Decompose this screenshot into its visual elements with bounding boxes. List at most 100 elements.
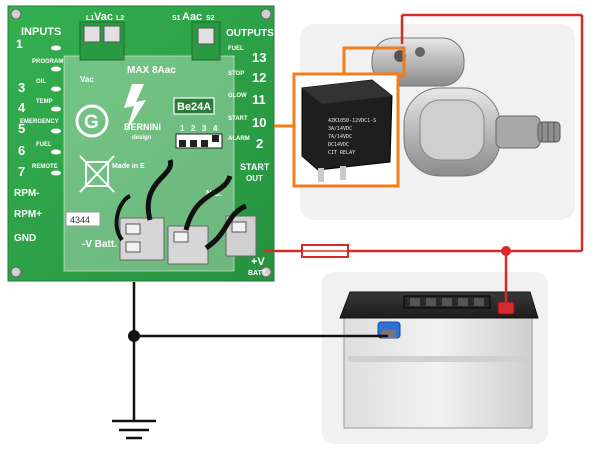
input-label-remote: REMOTE — [32, 164, 58, 170]
output-number-13: 13 — [252, 50, 266, 65]
input-number-3: 3 — [18, 80, 25, 95]
aac-term-s2: S2 — [206, 15, 215, 22]
input-number-5: 5 — [18, 121, 25, 136]
rpm-plus-label: RPM+ — [14, 209, 42, 220]
relay-line-4: DC14VDC — [328, 142, 349, 148]
lightning-icon — [124, 84, 146, 132]
sticker-number: 4344 — [70, 215, 90, 225]
terminal-screw-icon — [103, 25, 121, 43]
out-label: OUT — [246, 174, 263, 183]
vac-term-l1: L1 — [86, 15, 94, 22]
input-number-7: 7 — [18, 164, 25, 179]
controller-board: L1 Vac L2 S1 Aac S2 MAX 8Aac Vac INPUTS … — [7, 5, 275, 282]
ground-wire — [128, 282, 388, 420]
generator-logo-letter: G — [84, 112, 99, 133]
input-number-4: 4 — [18, 100, 26, 115]
output-label-fuel: FUEL — [228, 46, 244, 52]
car-battery — [322, 272, 548, 444]
led-icon — [51, 106, 61, 112]
generator-logo-icon — [75, 104, 109, 138]
led-icon — [51, 128, 61, 134]
led-icon — [51, 86, 61, 92]
output-label-start: START — [228, 116, 248, 122]
screw-icon — [10, 8, 22, 20]
starter-drive-end — [495, 115, 541, 149]
relay-line-1: 4ZK1050-12VDC1-S — [328, 118, 376, 124]
starter-housing — [419, 99, 485, 161]
battery-rib — [348, 356, 528, 362]
input-label-fuel: FUEL — [36, 142, 52, 148]
vac-small-label: Vac — [80, 75, 94, 84]
output-label-glow: GLOW — [228, 93, 247, 99]
positive-wire — [264, 13, 584, 302]
wire-junction — [501, 246, 511, 256]
weee-bin-icon — [79, 155, 115, 193]
model-label: Be24A — [177, 101, 211, 113]
screw-icon — [10, 266, 22, 278]
inputs-title: INPUTS — [21, 26, 61, 38]
rpm-minus-label: RPM- — [14, 188, 40, 199]
terminal-screw-icon — [173, 231, 189, 243]
minus-vbatt-label: -V Batt. — [82, 239, 117, 250]
input-label-emergency: EMERGENCY — [20, 119, 59, 125]
plus-v-label: +V — [251, 256, 265, 268]
relay-pin — [340, 166, 346, 180]
dip-switch-knob — [212, 135, 219, 142]
relay-line-2: 3A/14VDC — [328, 126, 352, 132]
dip-number-1: 1 — [180, 124, 185, 133]
jumper-wire — [114, 194, 132, 242]
led-icon — [51, 66, 61, 72]
dip-switch-knob — [179, 140, 186, 147]
jumper-wire — [183, 175, 233, 231]
battery-cap-icon — [458, 298, 468, 306]
battery-cap-icon — [442, 298, 452, 306]
terminal-screw-icon — [83, 25, 101, 43]
led-icon — [51, 170, 61, 176]
output-number-2: 2 — [256, 136, 263, 151]
output-label-stop: STOP — [228, 71, 244, 77]
battery-cap-icon — [410, 298, 420, 306]
solenoid-stud-icon — [415, 47, 425, 57]
start-out-label: START — [240, 162, 270, 172]
brand-sub-label: design — [132, 135, 152, 141]
input-number-1: 1 — [16, 37, 23, 51]
terminal-post-icon — [382, 330, 396, 338]
relay-line-5: CIT RELAY — [328, 150, 355, 156]
jumper-wire — [145, 159, 174, 221]
battery-cap-icon — [474, 298, 484, 306]
batt-label: BATT. — [248, 270, 267, 277]
dip-number-3: 3 — [202, 124, 207, 133]
starter-pinion — [537, 121, 561, 143]
jumper-wire — [204, 203, 248, 251]
terminal-screw-icon — [197, 27, 215, 45]
wire-junction — [128, 330, 140, 342]
screw-icon — [260, 266, 272, 278]
battery-positive-terminal — [497, 301, 515, 315]
dip-switch[interactable] — [175, 133, 223, 149]
relay-pin — [318, 168, 324, 182]
dip-switch-knob — [190, 140, 197, 147]
brand-label: BERNINI — [124, 122, 161, 132]
model-badge — [173, 97, 215, 115]
input-label-temp: TEMP — [36, 99, 53, 105]
serial-sticker — [65, 211, 101, 227]
output-label-alarm: ALARM — [228, 136, 250, 142]
vac-term-l2: L2 — [116, 15, 124, 22]
input-label-program: PROGRAM — [32, 59, 63, 65]
input-number-6: 6 — [18, 143, 25, 158]
input-label-oil: OIL — [36, 79, 46, 85]
max-current-label: MAX 8Aac — [127, 65, 176, 76]
screw-icon — [260, 8, 272, 20]
terminal-screw-icon — [125, 241, 141, 253]
gnd-label: GND — [14, 233, 36, 244]
relay-top — [302, 80, 392, 104]
relay-line-3: 7A/14VDC — [328, 134, 352, 140]
vac-label: Vac — [94, 11, 113, 23]
dip-switch-knob — [201, 140, 208, 147]
outputs-title: OUTPUTS — [226, 28, 274, 39]
battery-cap-icon — [426, 298, 436, 306]
input-leds — [51, 45, 61, 176]
dip-number-4: 4 — [213, 124, 218, 133]
